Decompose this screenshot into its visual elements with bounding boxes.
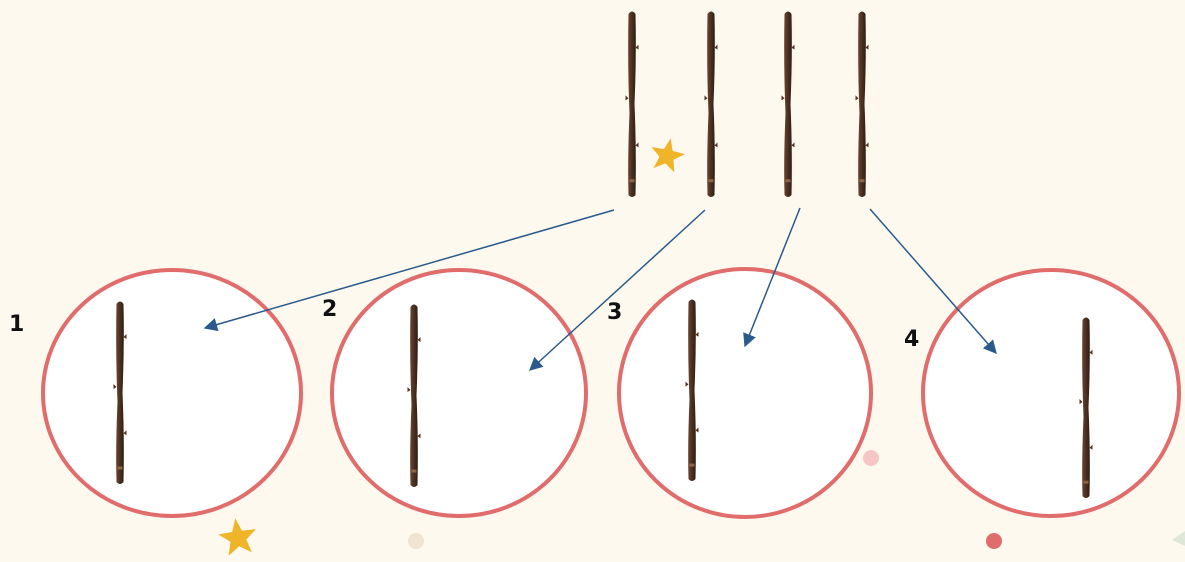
group-circle-2 <box>330 268 588 518</box>
group-stick-2 <box>407 304 421 487</box>
decor-corner-mark <box>1172 531 1185 546</box>
top-stick-2 <box>704 11 718 197</box>
arrow-3 <box>743 207 801 348</box>
group-number-1: 1 <box>9 312 25 337</box>
group-circle-1 <box>41 268 303 518</box>
top-stick-1 <box>625 11 639 197</box>
decor-dot-beige <box>408 533 424 549</box>
arrow-1 <box>203 209 615 332</box>
group-stick-1 <box>113 301 127 484</box>
group-circle-3 <box>617 267 873 519</box>
decor-dot-red <box>986 533 1002 549</box>
top-stick-4 <box>855 11 869 197</box>
group-number-3: 3 <box>607 300 623 325</box>
group-number-4: 4 <box>904 327 920 352</box>
arrow-4 <box>869 208 997 355</box>
group-stick-3 <box>685 299 699 481</box>
group-stick-4 <box>1079 317 1093 498</box>
group-circle-4 <box>921 268 1181 518</box>
arrow-2 <box>529 209 706 371</box>
group-number-2: 2 <box>322 297 338 322</box>
decor-dot-pink <box>863 450 879 466</box>
decor-star-icon <box>651 138 685 173</box>
decor-star-icon <box>218 518 256 556</box>
top-stick-3 <box>781 11 795 197</box>
